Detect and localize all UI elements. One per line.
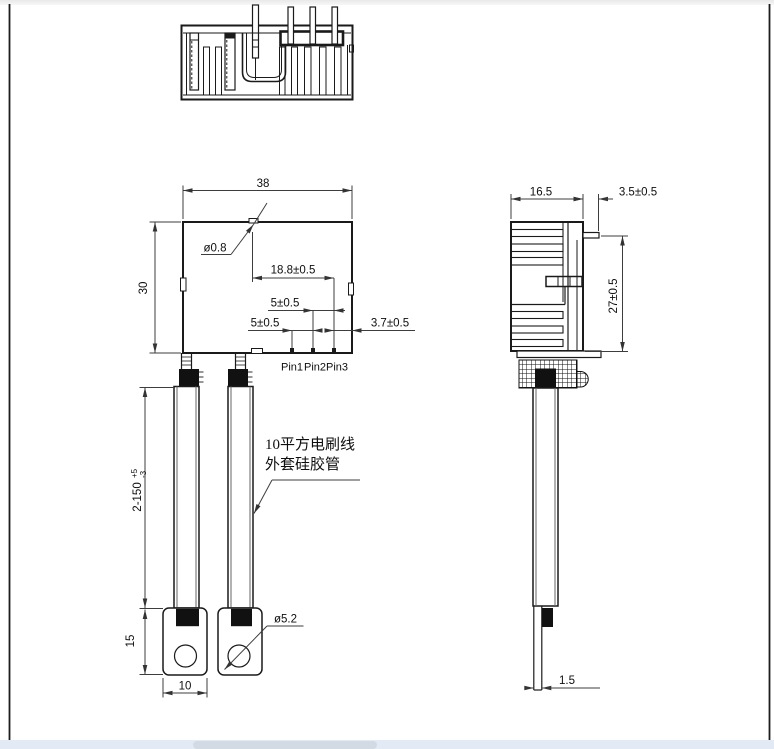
pin1-label: Pin1 — [281, 362, 303, 374]
top-view-pin3 — [331, 6, 339, 45]
dim-wire-length-label: 2-150 — [132, 482, 144, 511]
horizontal-scrollbar[interactable] — [0, 740, 774, 749]
top-gradient-band — [0, 0, 774, 5]
dim-side-width: 16.5 — [510, 187, 584, 219]
pin2-label: Pin2 — [304, 362, 326, 374]
pin1-terminal — [290, 348, 294, 353]
dim-pitch-pin1-pin2: 5±0.5 — [248, 318, 323, 333]
wire-crimp-right — [228, 353, 253, 386]
pin3-label: Pin3 — [326, 362, 348, 374]
brush-wire-left — [173, 385, 200, 609]
side-view-fins — [510, 228, 564, 348]
top-view-center-pin — [251, 4, 260, 59]
dim-pitch-pin2-pin3: 5±0.5 — [268, 298, 345, 313]
side-view-braid-crimp — [518, 359, 589, 389]
dim-wire-length: 2-150 +5 -3 — [130, 387, 174, 609]
dim-terminal-height: 15 — [125, 609, 163, 675]
sheet-frame — [8, 4, 771, 740]
dim-pin-protrusion-label: 3.5±0.5 — [619, 187, 657, 199]
terminal-hole-right — [227, 644, 251, 668]
wire-note: 10平方电刷线 外套硅胶管 — [253, 436, 360, 514]
top-view-pin-header — [279, 6, 345, 47]
hole-callout-0-8: ø0.8 — [201, 202, 268, 282]
hole-callout-5-2-label: ø5.2 — [274, 614, 297, 626]
top-view-fins — [279, 44, 354, 96]
side-view — [510, 221, 602, 691]
dim-side-width-label: 16.5 — [530, 187, 552, 199]
dim-body-width-label: 38 — [257, 178, 270, 190]
right-edge-notch — [348, 282, 354, 296]
pin2-terminal — [311, 348, 315, 353]
top-view-pin1 — [287, 6, 295, 45]
dim-pitch-pin2-pin3-label: 5±0.5 — [271, 298, 300, 310]
top-view-pin2 — [309, 6, 317, 45]
dim-terminal-height-label: 15 — [125, 635, 137, 648]
pin3-terminal — [332, 348, 336, 353]
dim-body-width: 38 — [182, 178, 353, 219]
side-view-dimensions: 16.5 3.5±0.5 27±0.5 1.5 — [510, 187, 657, 691]
dim-pin3-to-edge-label: 3.7±0.5 — [371, 318, 409, 330]
scrollbar-thumb[interactable] — [193, 740, 377, 749]
dim-wire-length-tol-plus: +5 — [130, 468, 139, 478]
side-view-wire — [532, 387, 559, 607]
front-view — [162, 218, 354, 676]
top-edge-notch — [248, 218, 259, 224]
dim-side-height-label: 27±0.5 — [608, 278, 620, 313]
dim-terminal-thickness-label: 1.5 — [559, 675, 575, 687]
dim-pin3-offset-label: 18.8±0.5 — [271, 265, 316, 277]
dim-pin3-offset: 18.8±0.5 — [252, 265, 334, 281]
wire-note-line2: 外套硅胶管 — [265, 456, 340, 473]
dim-pin3-to-edge: 3.7±0.5 — [324, 318, 415, 333]
ring-terminal-right — [217, 607, 263, 676]
dim-wire-length-tol-minus: -3 — [139, 470, 148, 478]
side-view-pin — [582, 231, 600, 239]
brush-wire-right — [227, 385, 254, 609]
terminal-hole-left — [173, 644, 198, 668]
dim-pitch-pin1-pin2-label: 5±0.5 — [251, 318, 280, 330]
side-view-terminal-strip — [533, 606, 553, 691]
dim-terminal-width-label: 10 — [179, 681, 192, 693]
hole-callout-0-8-label: ø0.8 — [203, 243, 226, 255]
dim-side-height: 27±0.5 — [585, 235, 628, 352]
hole-callout-5-2: ø5.2 — [224, 614, 304, 670]
dim-terminal-thickness: 1.5 — [524, 675, 600, 691]
top-view-u-channel — [241, 4, 287, 83]
dim-terminal-width: 10 — [162, 678, 208, 698]
dim-body-height: 30 — [138, 221, 181, 354]
dim-pin-protrusion: 3.5±0.5 — [573, 187, 657, 231]
dim-body-height-label: 30 — [138, 282, 150, 295]
wire-note-line1: 10平方电刷线 — [265, 436, 355, 453]
wire-crimp-left — [179, 353, 204, 386]
side-view-bottom-plate — [516, 350, 602, 359]
ring-terminal-left — [162, 607, 208, 676]
front-view-housing — [182, 221, 353, 354]
top-view — [180, 4, 354, 101]
side-view-pin-entry — [511, 275, 583, 306]
wire-dimensions: 2-150 +5 -3 15 10 ø5.2 — [125, 387, 360, 698]
top-view-left-slots — [189, 32, 236, 96]
left-edge-notch — [180, 277, 187, 292]
bottom-edge-notch — [251, 348, 263, 354]
front-view-dimensions: 38 30 ø0.8 18.8±0.5 — [138, 178, 415, 374]
